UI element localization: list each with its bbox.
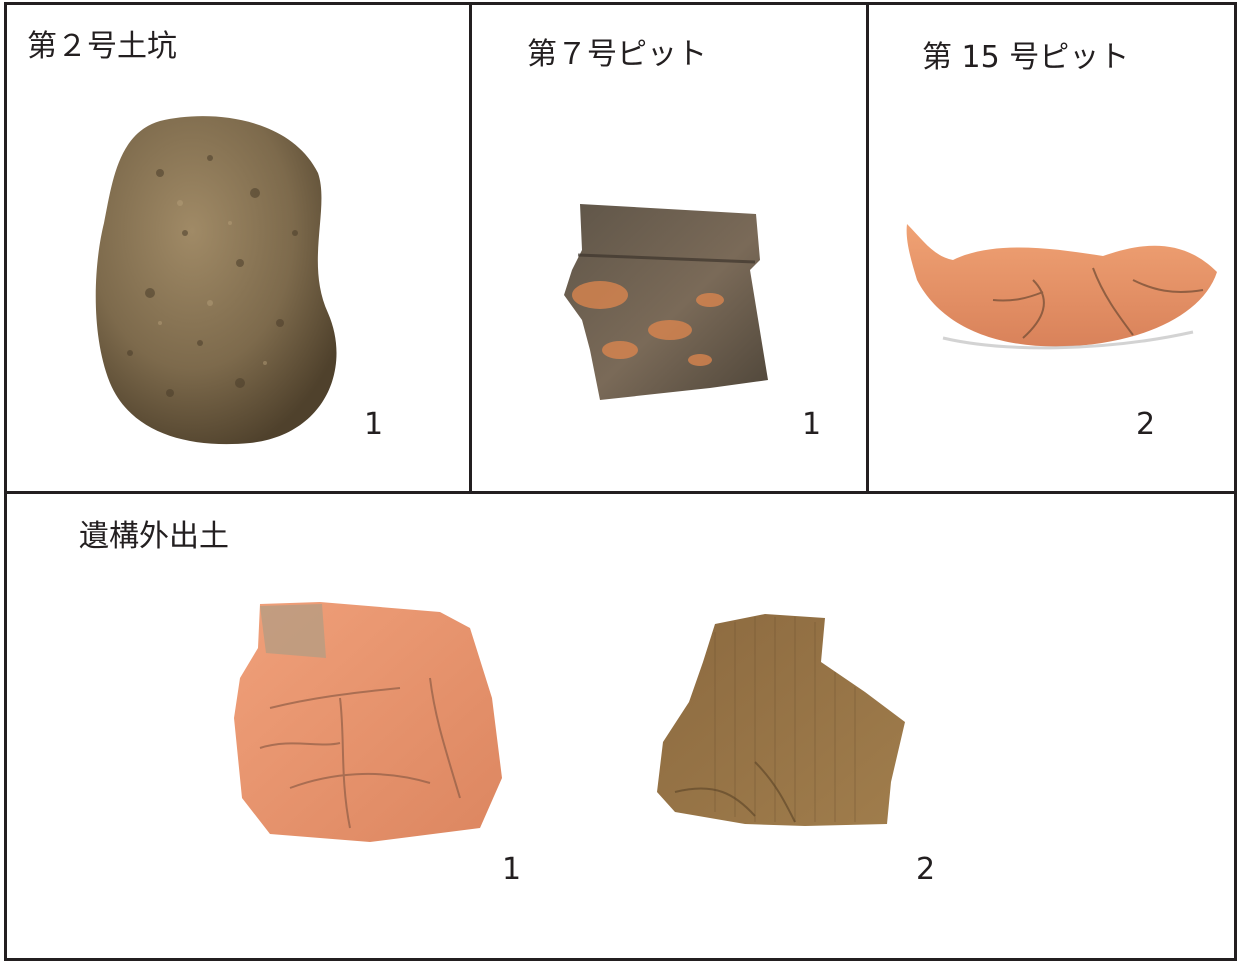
cell-label-pit-15: 第 15 号ピット	[922, 40, 1130, 75]
figure-number: 2	[916, 852, 936, 887]
cell-label-pit-7: 第７号ピット	[527, 37, 707, 72]
cell-label-pit-2: 第２号土坑	[27, 29, 177, 64]
stone-artifact-image	[95, 116, 337, 445]
horizontal-rule	[4, 491, 1237, 494]
vertical-rule-2	[866, 2, 869, 494]
figure-number: 1	[502, 852, 522, 887]
figure-number: 1	[364, 407, 384, 442]
bowl-fragment-image	[906, 224, 1217, 350]
brown-sherd-image	[657, 614, 905, 826]
cell-label-outside-features: 遺構外出土	[79, 519, 229, 554]
vessel-fragment-image	[234, 602, 502, 842]
figure-number: 2	[1136, 407, 1156, 442]
plate-frame	[4, 2, 1237, 961]
grey-sherd-image	[564, 204, 768, 400]
figure-number: 1	[802, 407, 822, 442]
vertical-rule-1	[469, 2, 472, 494]
